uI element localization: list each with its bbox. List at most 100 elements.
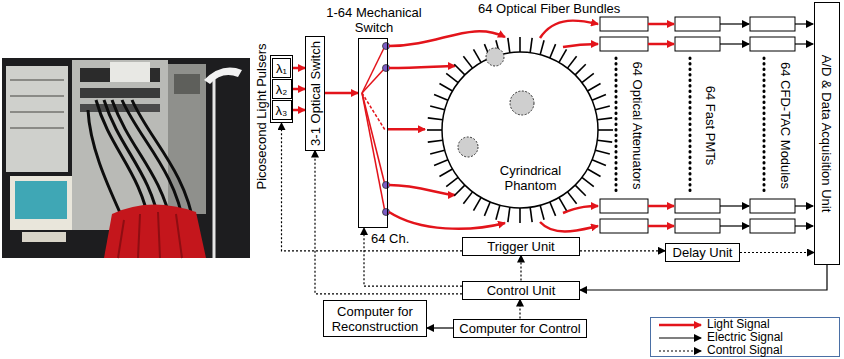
detector-fiber <box>588 169 601 177</box>
electric-arrow <box>720 43 749 44</box>
node-label: Computer for Reconstruction <box>327 304 423 334</box>
detector-fiber <box>582 177 594 186</box>
detector-fiber <box>559 49 567 62</box>
detector-fiber <box>530 207 532 222</box>
switch-fan <box>362 93 385 185</box>
detector-fiber <box>439 84 452 92</box>
detector-fiber <box>575 64 586 75</box>
detector-fiber <box>597 118 612 120</box>
detector-fiber <box>427 129 442 131</box>
detector-fiber <box>592 160 606 166</box>
detector-fiber <box>595 150 609 154</box>
inclusion <box>486 48 504 66</box>
light-arrow <box>648 43 674 46</box>
reconstruction-computer: Computer for Reconstruction <box>323 300 427 337</box>
detector-fiber <box>496 205 500 219</box>
optical-fiber <box>389 66 455 68</box>
legend-text: Electric Signal <box>707 330 783 344</box>
optical-fiber <box>389 21 598 232</box>
output-port <box>383 182 390 189</box>
detector-fiber <box>454 64 465 75</box>
electric-arrow <box>720 225 749 226</box>
control-unit: Control Unit <box>462 281 580 300</box>
electric-connector <box>580 265 827 290</box>
inclusion <box>458 137 478 157</box>
node-label: Cyrindrical Phantom <box>483 163 578 193</box>
light-connector <box>325 92 358 95</box>
control-connector <box>315 151 462 294</box>
channel-box <box>750 219 795 233</box>
equipment-photo <box>10 111 64 113</box>
optical-fiber <box>563 44 598 47</box>
legend-box: Light SignalElectric SignalControl Signa… <box>650 317 840 357</box>
detector-fiber <box>540 205 544 219</box>
node-label: A/D & Data Acquisition Unit <box>819 55 834 213</box>
channel-box <box>600 199 648 213</box>
equipment-photo <box>22 232 66 242</box>
channel-box <box>675 17 720 31</box>
detector-fiber <box>575 185 586 196</box>
pulser-box: Picosecond Light Pulsersλ₁λ₂λ₃ <box>270 55 293 123</box>
equipment-photo <box>10 127 64 129</box>
detector-fiber <box>463 192 472 204</box>
equipment-photo <box>204 68 242 84</box>
electric-arrow <box>795 205 813 206</box>
channel-box <box>675 199 720 213</box>
light-connector <box>292 109 306 112</box>
wavelength-box: λ₁ <box>272 58 291 78</box>
inclusion <box>510 91 534 115</box>
detector-fiber <box>519 208 521 223</box>
optical-switch: 3-1 Optical Switch <box>305 36 325 151</box>
channel-dots <box>616 58 764 192</box>
control-connector <box>580 250 665 251</box>
detector-fiber <box>540 40 544 54</box>
switch-fan <box>362 93 385 130</box>
channel-box <box>750 17 795 31</box>
node-label: 3-1 Optical Switch <box>307 41 322 146</box>
electric-arrow <box>795 225 813 226</box>
channel-dots <box>615 58 618 192</box>
node-label: Computer for Control <box>459 321 580 336</box>
node-label: 64 Ch. <box>371 231 409 246</box>
stage-label: 64 CFD-TAC Modules <box>777 62 792 189</box>
detector-fiber <box>567 192 576 204</box>
channel-box <box>600 17 648 31</box>
equipment-photo <box>88 110 126 226</box>
light-arrow <box>648 225 674 228</box>
detector-fiber <box>588 84 601 92</box>
channel-box <box>600 37 648 51</box>
light-arrow <box>648 24 674 226</box>
detector-fiber <box>428 118 443 120</box>
equipment-photo <box>80 88 160 98</box>
legend-sample <box>659 337 701 338</box>
detector-fiber <box>430 150 444 154</box>
legend-text: Light Signal <box>707 317 770 331</box>
phantom-circle: Cyrindrical Phantom <box>425 35 615 225</box>
trigger-unit: Trigger Unit <box>462 237 580 256</box>
detector-fiber <box>598 129 613 131</box>
equipment-photo <box>10 176 72 230</box>
detector-fiber <box>430 106 444 110</box>
equipment-photo <box>2 58 250 258</box>
legend-sample <box>659 350 701 351</box>
stage-label: 64 Optical Fiber Bundles <box>478 1 620 16</box>
electric-arrow <box>720 24 813 226</box>
wavelength-box: λ₂ <box>272 79 292 99</box>
channel-box <box>675 37 720 51</box>
node-label: Control Unit <box>487 283 556 298</box>
detector-fiber <box>446 73 458 82</box>
equipment-photo <box>80 104 160 112</box>
optical-fiber <box>389 212 505 229</box>
node-label: λ₂ <box>276 82 288 97</box>
control-connector <box>519 300 520 319</box>
detector-fiber <box>567 56 576 68</box>
electric-arrow <box>795 43 813 44</box>
node-label: λ₁ <box>276 61 287 76</box>
detector-fiber <box>434 94 448 100</box>
optical-fiber <box>540 222 598 232</box>
detector-fiber <box>439 169 452 177</box>
detector-fiber <box>484 202 490 216</box>
node-label: Delay Unit <box>673 245 733 260</box>
node-label: 1-64 Mechanical Switch <box>317 5 432 35</box>
